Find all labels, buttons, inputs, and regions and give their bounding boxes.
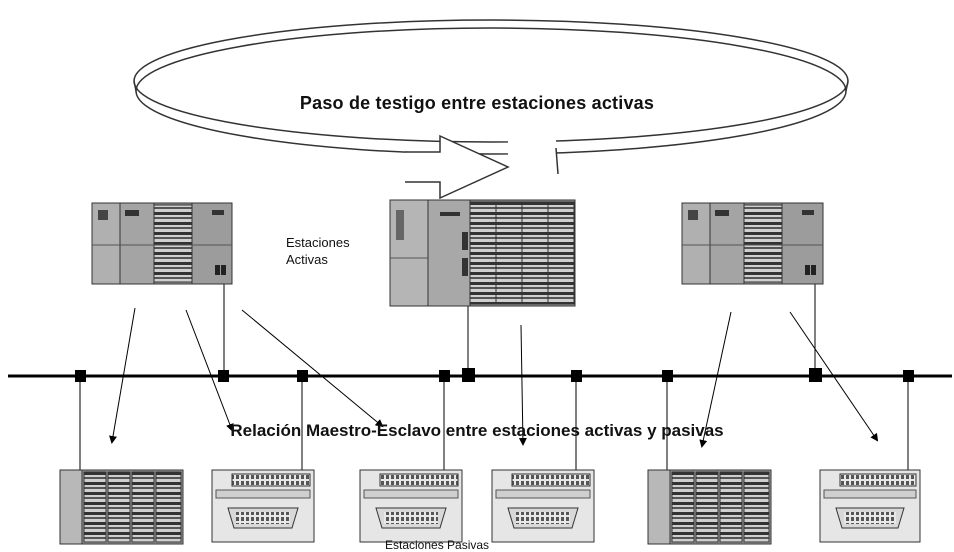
bus-connector bbox=[297, 370, 308, 382]
active-plc-left bbox=[91, 202, 233, 285]
passive-terminal-4 bbox=[819, 469, 921, 543]
passive-terminal-3 bbox=[491, 469, 595, 543]
bus-connector bbox=[439, 370, 450, 382]
passive-io-rack-1 bbox=[59, 469, 184, 545]
bus-connectors bbox=[75, 368, 914, 382]
active-stations-label: Estaciones Activas bbox=[286, 235, 350, 267]
token-ring bbox=[133, 19, 849, 200]
bus-connector bbox=[462, 368, 475, 382]
token-passing-label: Paso de testigo entre estaciones activas bbox=[299, 93, 655, 113]
ring-arrow-icon bbox=[405, 134, 510, 200]
passive-terminal-1 bbox=[211, 469, 315, 543]
bus-connector bbox=[75, 370, 86, 382]
bus-connector bbox=[903, 370, 914, 382]
master-slave-arrows bbox=[109, 307, 879, 448]
passive-terminal-2 bbox=[359, 469, 463, 543]
bus-connector bbox=[218, 370, 229, 382]
bus-connector bbox=[809, 368, 822, 382]
active-plc-center bbox=[389, 199, 576, 307]
bus-connector bbox=[571, 370, 582, 382]
passive-io-rack-2 bbox=[647, 469, 772, 545]
master-slave-label: Relación Maestro-Esclavo entre estacione… bbox=[230, 421, 724, 440]
active-plc-right bbox=[681, 202, 824, 285]
passive-stations-label: Estaciones Pasivas bbox=[385, 538, 490, 552]
bus-connector bbox=[662, 370, 673, 382]
